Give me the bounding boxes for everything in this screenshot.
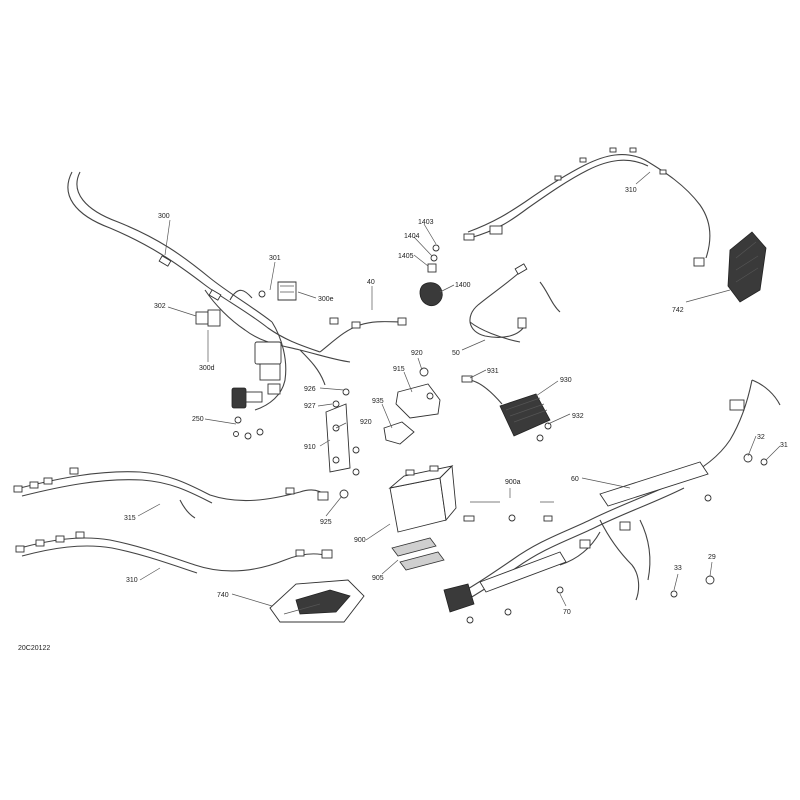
label-1404: 1404 <box>404 233 420 240</box>
label-905: 905 <box>372 575 384 582</box>
cover-935 <box>383 421 415 445</box>
label-920-mid: 920 <box>360 419 372 426</box>
harness-60 <box>447 379 781 609</box>
headlight-742 <box>727 231 767 303</box>
relay-module <box>231 341 282 409</box>
label-50: 50 <box>452 350 460 357</box>
label-33: 33 <box>674 565 682 572</box>
label-932: 932 <box>572 413 584 420</box>
fasteners-250 <box>233 416 264 440</box>
label-926: 926 <box>304 386 316 393</box>
callout-labels: 300 301 300e 302 300d 250 40 1403 1404 1… <box>124 187 788 616</box>
label-1400: 1400 <box>455 282 471 289</box>
label-927: 927 <box>304 403 316 410</box>
main-harness-300 <box>67 171 407 411</box>
fasteners-70-33-29 <box>556 494 715 598</box>
label-31: 31 <box>780 442 788 449</box>
bracket-915 <box>395 367 441 419</box>
label-920-top: 920 <box>411 350 423 357</box>
drawing-code: 20C20122 <box>18 645 50 652</box>
battery-cable-50 <box>469 263 561 343</box>
clip-301 <box>258 281 297 301</box>
hardware-900a <box>463 501 554 522</box>
regulator-930 <box>461 375 552 442</box>
battery-900 <box>388 465 457 533</box>
label-1405: 1405 <box>398 253 414 260</box>
label-935: 935 <box>372 398 384 405</box>
label-900a: 900a <box>505 479 521 486</box>
label-310-top: 310 <box>625 187 637 194</box>
headlight-harness-310-top <box>463 147 711 267</box>
label-300: 300 <box>158 213 170 220</box>
label-915: 915 <box>393 366 405 373</box>
label-302: 302 <box>154 303 166 310</box>
label-70: 70 <box>563 609 571 616</box>
label-32: 32 <box>757 434 765 441</box>
label-60: 60 <box>571 476 579 483</box>
connector-60-left <box>443 583 512 624</box>
harness-315 <box>13 467 329 519</box>
label-310-lower: 310 <box>126 577 138 584</box>
label-29: 29 <box>708 554 716 561</box>
label-900: 900 <box>354 537 366 544</box>
label-301: 301 <box>269 255 281 262</box>
label-740: 740 <box>217 592 229 599</box>
headlight-740 <box>269 579 365 623</box>
label-300e: 300e <box>318 296 334 303</box>
label-250: 250 <box>192 416 204 423</box>
label-930: 930 <box>560 377 572 384</box>
bracket-910 <box>325 388 360 499</box>
label-40: 40 <box>367 279 375 286</box>
sensor-1400 <box>419 244 443 307</box>
label-742: 742 <box>672 307 684 314</box>
leader-lines <box>137 171 781 607</box>
label-315: 315 <box>124 515 136 522</box>
bracket-302 <box>195 309 221 327</box>
label-910: 910 <box>304 444 316 451</box>
label-1403: 1403 <box>418 219 434 226</box>
pads-905 <box>391 537 445 571</box>
label-925: 925 <box>320 519 332 526</box>
label-300d: 300d <box>199 365 215 372</box>
harness-310-lower <box>15 531 333 574</box>
label-931: 931 <box>487 368 499 375</box>
